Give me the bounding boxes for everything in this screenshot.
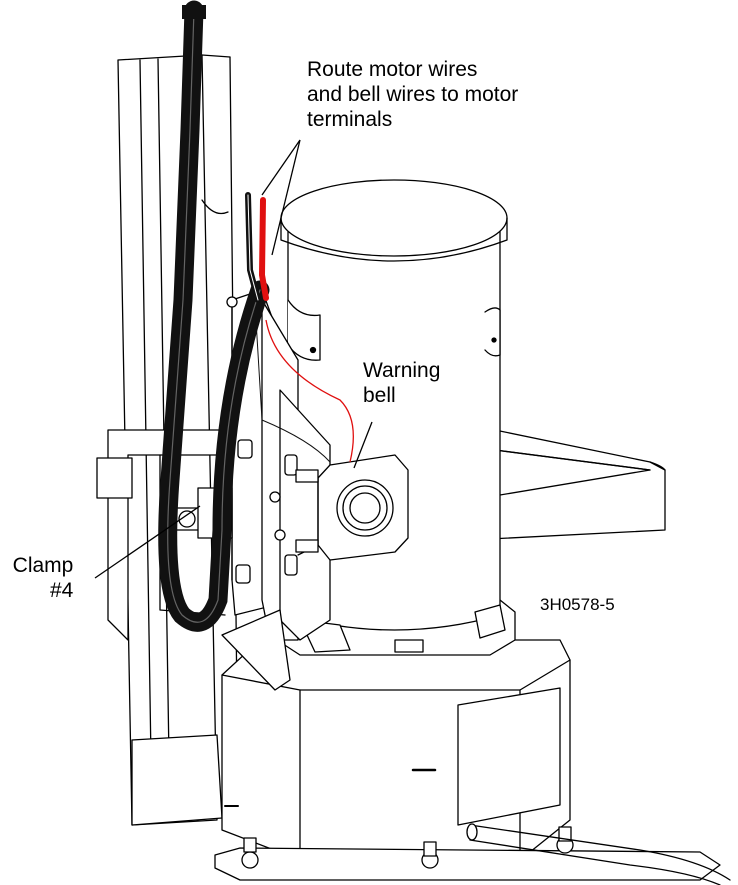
callout-route-wires: Route motor wires and bell wires to moto… [307, 57, 518, 132]
leader-clamp [94, 505, 201, 579]
leader-warning-bell [353, 421, 373, 469]
callout-route-wires-line-2: and bell wires to motor [307, 83, 519, 106]
callout-clamp: Clamp #4 [10, 553, 74, 603]
mount-bracket [221, 289, 331, 691]
motor-wires [245, 192, 269, 303]
callout-clamp-line-1: Clamp [12, 554, 74, 577]
base-tank [221, 639, 571, 861]
lift-arm-lower [466, 823, 731, 885]
callout-route-wires-line-3: terminals [307, 108, 393, 131]
leader-route-wires-2 [271, 139, 301, 256]
leader-lines [94, 139, 373, 579]
callout-warning-bell-line-1: Warning [363, 359, 441, 382]
bell-wires [255, 319, 354, 463]
figure-id: 3H0578-5 [540, 595, 615, 614]
warning-bell [295, 454, 409, 561]
callout-route-wires-line-1: Route motor wires [307, 58, 478, 81]
callout-warning-bell: Warning bell [363, 358, 440, 408]
callout-warning-bell-line-2: bell [363, 384, 396, 407]
callout-clamp-line-2: #4 [50, 579, 74, 602]
base-plate [214, 826, 721, 881]
wire-conduit [158, 0, 270, 632]
leader-route-wires-1 [261, 139, 301, 196]
bracket-bolts [226, 296, 298, 584]
